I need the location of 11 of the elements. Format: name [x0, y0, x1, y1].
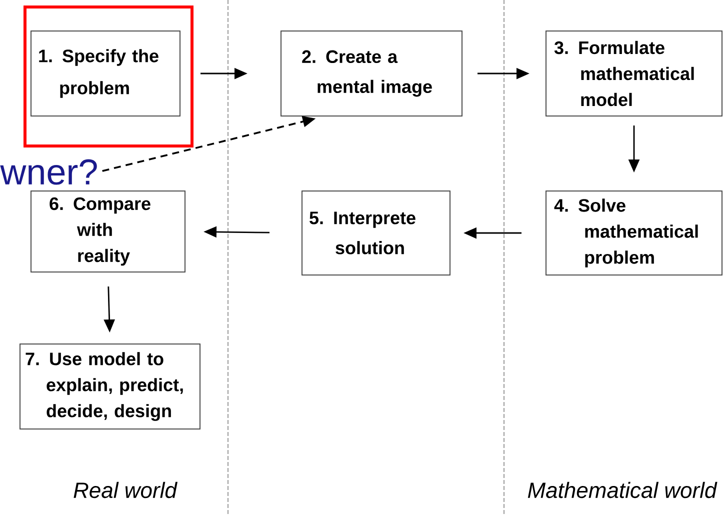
step-box: 2. Create a mental image: [280, 30, 462, 116]
question-text: wner?: [0, 159, 97, 185]
highlight-frame: [24, 6, 194, 148]
step-box: 5. Interprete solution: [302, 190, 450, 276]
step-box: 7. Use model to explain, predict, decide, design: [20, 344, 200, 430]
step-box: 6. Compare with reality: [30, 190, 186, 272]
region-label: Real world: [74, 482, 178, 498]
step-box: 1. Specify the problem: [30, 30, 180, 116]
step-box: 3. Formulate mathematical model: [546, 30, 722, 116]
region-label: Mathematical world: [528, 482, 718, 498]
step-box: 4. Solve mathematical problem: [546, 190, 722, 276]
